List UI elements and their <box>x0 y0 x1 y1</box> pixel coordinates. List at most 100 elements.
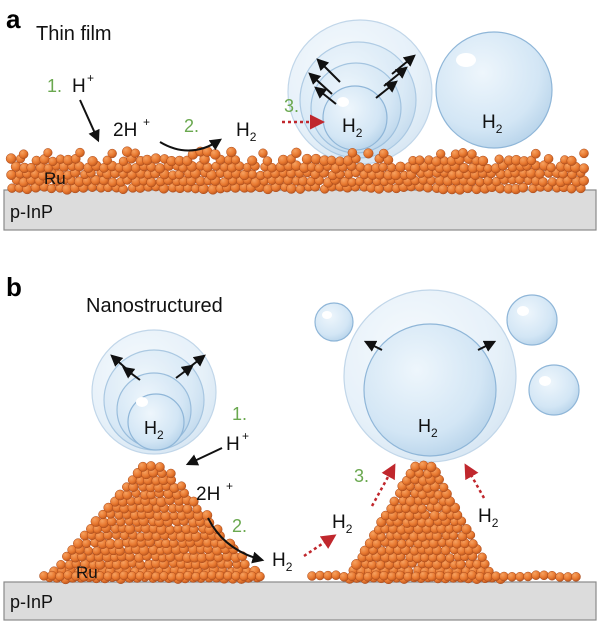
ru-particle <box>477 552 487 562</box>
ru-particle <box>419 570 429 581</box>
ru-particle <box>262 156 273 166</box>
ru-particle <box>43 148 53 158</box>
ru-particle <box>339 572 349 582</box>
ru-particle <box>531 570 541 580</box>
step1-number-a: 1. <box>47 76 62 96</box>
ru-particle <box>397 539 407 549</box>
ru-particle <box>403 571 413 582</box>
ru-particle <box>127 571 137 581</box>
growing-bubble-h2-a: H2 <box>342 116 363 140</box>
ru-particle <box>477 155 489 167</box>
ru-particle <box>151 571 161 582</box>
ru-particle <box>387 571 397 582</box>
ru-particle <box>159 571 169 581</box>
ru-particle <box>291 147 302 158</box>
step-arrow-h2-mid-b <box>303 534 337 558</box>
ru-particle <box>363 572 373 582</box>
ru-particle <box>515 571 525 582</box>
ru-particle <box>247 571 257 581</box>
ru-particle <box>578 163 589 174</box>
substrate-b <box>3 581 597 621</box>
ru-particle <box>523 571 533 582</box>
ru-particle <box>347 148 358 158</box>
panel-a-letter: a <box>6 4 21 34</box>
species-2h-charge-b: + <box>226 479 233 493</box>
ru-particle <box>167 572 177 582</box>
ru-particle <box>230 155 241 165</box>
ru-nanostructures <box>39 460 581 585</box>
ru-particle <box>427 571 437 582</box>
ru-particle <box>56 560 66 570</box>
ru-particle <box>315 570 325 581</box>
free-bubble-1 <box>314 302 354 342</box>
ru-particle <box>47 570 57 581</box>
ru-particle <box>141 154 153 166</box>
ru-particle <box>103 571 113 582</box>
ru-particle <box>389 496 400 507</box>
ru-particle <box>410 461 421 472</box>
step1-arrow-a <box>79 99 100 143</box>
ru-particle <box>566 155 577 166</box>
ru-particle <box>301 153 313 165</box>
ru-particle <box>355 572 365 582</box>
ru-particle <box>107 148 117 159</box>
expansion-arrows-b-left <box>110 354 206 381</box>
ru-particle <box>63 570 73 580</box>
ru-particle <box>461 524 472 535</box>
ru-particle <box>209 149 221 160</box>
ru-particle <box>571 572 581 582</box>
ru-particle <box>451 571 461 582</box>
large-bubble-h2-a: H2 <box>482 112 503 136</box>
ru-particle <box>18 149 29 159</box>
ru-particle <box>5 153 17 164</box>
ru-particle <box>146 461 156 471</box>
ru-particle <box>226 146 237 158</box>
step1-charge-a: + <box>87 71 94 85</box>
ru-particle <box>155 462 165 472</box>
ru-particle <box>547 570 557 581</box>
ru-particle <box>191 571 201 582</box>
ru-particle <box>182 504 193 514</box>
growing-bubble-a <box>287 19 433 165</box>
ru-particle <box>458 148 468 158</box>
ru-particle <box>307 571 317 581</box>
ru-particle <box>546 162 556 173</box>
species-2h-b: 2H <box>196 484 220 505</box>
h2-mid-b: H2 <box>272 550 293 574</box>
ru-particle <box>491 571 501 581</box>
ru-particle <box>436 149 446 159</box>
ru-particle <box>435 570 445 581</box>
ru-particle <box>119 570 129 581</box>
ru-particle <box>39 571 49 581</box>
ru-thin-film <box>5 146 589 195</box>
ru-particle <box>378 148 389 159</box>
ru-particle <box>258 148 268 158</box>
ru-particle <box>201 510 213 521</box>
right-bubble-b <box>343 289 517 463</box>
ru-particle <box>467 149 477 159</box>
ru-particle <box>188 496 199 507</box>
ru-particle <box>371 570 381 581</box>
ru-particle <box>483 572 493 582</box>
ru-particle <box>507 572 517 582</box>
ru-particle <box>417 504 427 514</box>
ru-particle <box>468 539 478 549</box>
ru-particle <box>240 559 250 570</box>
ru-particle <box>579 148 589 159</box>
ru-particle <box>331 570 341 580</box>
substrate-label-b: p-InP <box>10 592 53 612</box>
substrate-label-a: p-InP <box>10 202 53 222</box>
species-2h-a: 2H <box>113 120 137 141</box>
ru-particle <box>526 155 537 166</box>
h2-label-a: H2 <box>236 120 257 144</box>
step1-charge-b: + <box>242 429 249 443</box>
ru-particle <box>443 571 453 582</box>
ru-particle <box>166 468 176 479</box>
ru-particle <box>475 571 485 582</box>
ru-particle <box>48 156 58 167</box>
substrate-a <box>3 189 597 231</box>
step1-species-b: H <box>226 434 240 455</box>
ru-particle <box>326 155 337 166</box>
ru-label-a: Ru <box>44 169 66 188</box>
step1-arrow-b <box>185 447 223 466</box>
